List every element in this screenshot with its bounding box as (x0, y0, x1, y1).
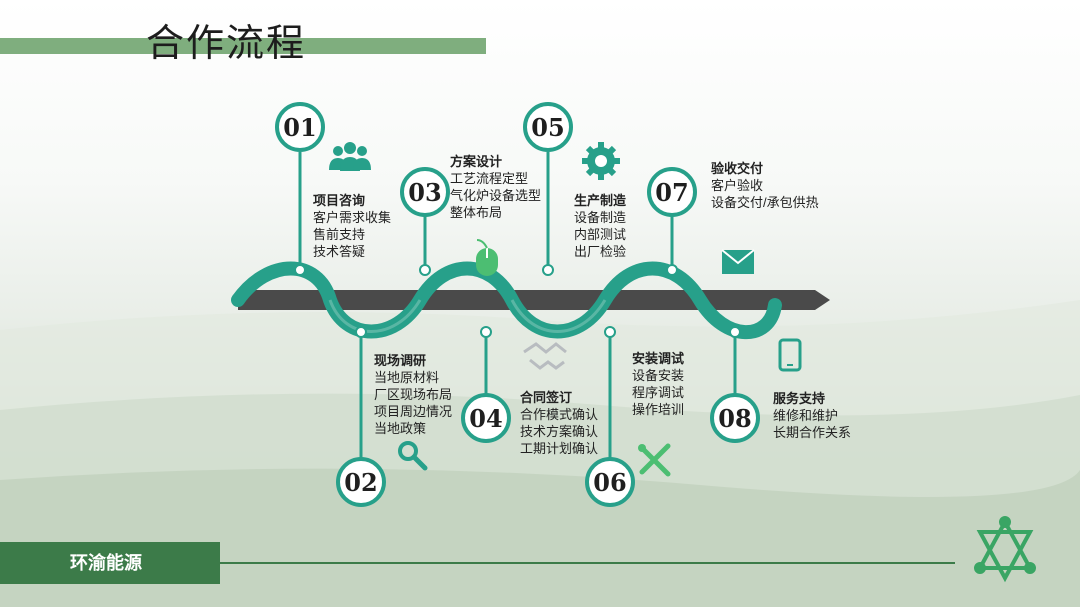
envelope-icon (721, 249, 755, 274)
step-06-node: 06 (585, 326, 635, 507)
step-number: 03 (408, 178, 441, 207)
step-08-node: 08 (710, 326, 760, 443)
magnifier-icon (398, 441, 428, 471)
step-number: 02 (344, 468, 377, 497)
mouse-icon (476, 239, 498, 276)
step-line: 厂区现场布局 (374, 387, 453, 402)
wave-path (231, 261, 782, 340)
step-line: 技术答疑 (313, 244, 366, 259)
step-line: 程序调试 (632, 385, 685, 400)
gear-icon (582, 142, 620, 180)
wave-highlight (328, 299, 607, 333)
step-title: 服务支持 (773, 391, 826, 406)
step-line: 技术方案确认 (520, 424, 599, 439)
step-line: 整体布局 (450, 205, 503, 220)
step-04-node: 04 (461, 326, 511, 443)
step-title: 生产制造 (574, 193, 627, 208)
step-line: 气化炉设备选型 (450, 188, 542, 203)
step-line: 当地原材料 (374, 370, 440, 385)
step-line: 工期计划确认 (520, 441, 599, 456)
step-number: 08 (718, 404, 751, 433)
step-title: 现场调研 (374, 353, 427, 368)
step-number: 05 (531, 113, 564, 142)
step-05-text: 生产制造 设备制造 内部测试 出厂检验 (574, 192, 626, 260)
step-title: 方案设计 (450, 154, 503, 169)
title-accent-bar (0, 38, 486, 54)
step-01-text: 项目咨询 客户需求收集 售前支持 技术答疑 (313, 192, 391, 260)
step-02-node: 02 (336, 326, 386, 507)
step-line: 设备制造 (574, 210, 627, 225)
timeline-arrow (238, 290, 830, 310)
step-line: 维修和维护 (773, 408, 839, 423)
step-line: 操作培训 (632, 402, 685, 417)
step-title: 安装调试 (632, 351, 685, 366)
step-07-text: 验收交付 客户验收 设备交付/承包供热 (711, 160, 819, 211)
step-title: 项目咨询 (313, 193, 366, 208)
phone-icon (778, 338, 802, 372)
step-07-node: 07 (647, 167, 697, 276)
step-number: 06 (593, 468, 626, 497)
step-line: 长期合作关系 (773, 425, 852, 440)
step-title: 验收交付 (711, 161, 764, 176)
step-line: 合作模式确认 (520, 407, 599, 422)
step-line: 项目周边情况 (374, 404, 453, 419)
step-line: 出厂检验 (574, 244, 627, 259)
step-03-node: 03 (400, 167, 450, 276)
step-06-text: 安装调试 设备安装 程序调试 操作培训 (632, 350, 684, 418)
footer-brand-label: 环渝能源 (0, 542, 220, 584)
step-line: 客户验收 (711, 178, 764, 193)
page-title: 合作流程 (146, 21, 307, 65)
step-line: 工艺流程定型 (450, 171, 529, 186)
step-line: 设备安装 (632, 368, 685, 383)
step-line: 售前支持 (313, 227, 366, 242)
step-05-node: 05 (523, 102, 573, 276)
footer-divider (220, 562, 955, 564)
step-title: 合同签订 (520, 390, 573, 405)
step-number: 04 (469, 404, 502, 433)
step-02-text: 现场调研 当地原材料 厂区现场布局 项目周边情况 当地政策 (374, 352, 452, 437)
step-number: 07 (655, 178, 688, 207)
step-line: 内部测试 (574, 227, 627, 242)
company-logo (974, 516, 1036, 583)
step-08-text: 服务支持 维修和维护 长期合作关系 (773, 390, 851, 441)
step-number: 01 (283, 113, 316, 142)
step-line: 客户需求收集 (313, 210, 392, 225)
handshake-icon (523, 342, 567, 370)
step-line: 设备交付/承包供热 (711, 195, 819, 210)
step-01-node: 01 (275, 102, 325, 276)
step-04-text: 合同签订 合作模式确认 技术方案确认 工期计划确认 (520, 389, 598, 457)
group-icon (329, 142, 371, 171)
step-03-text: 方案设计 工艺流程定型 气化炉设备选型 整体布局 (450, 153, 541, 221)
tools-icon (638, 443, 671, 477)
step-line: 当地政策 (374, 421, 427, 436)
